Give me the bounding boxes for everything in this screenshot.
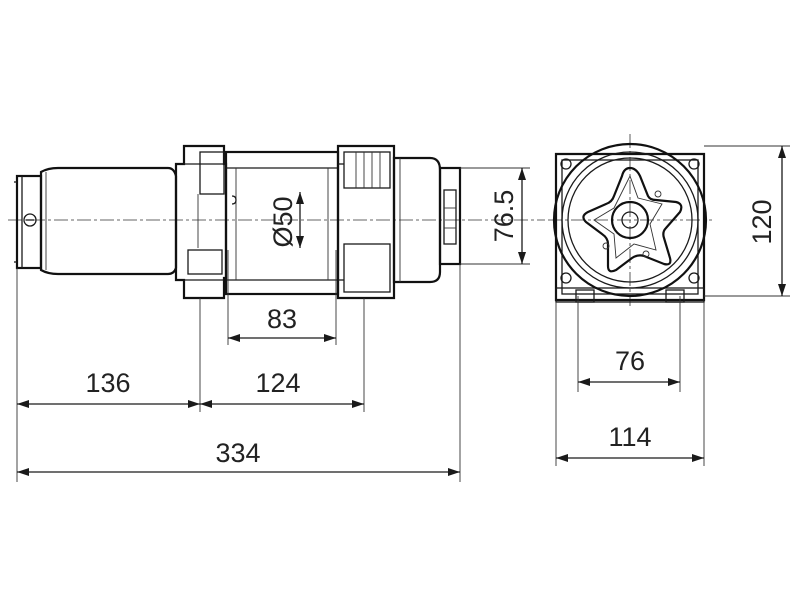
dim-bolt-spacing: 76 [578,346,680,386]
dim-total-width: 114 [556,422,704,462]
star-knob-icon [582,166,683,273]
dim-motor-length: 136 [17,368,200,408]
dim-bolt-spacing-label: 76 [615,346,645,376]
left-flange [174,144,228,300]
dim-mount-height: 76.5 [489,168,526,264]
hub-outer [610,200,650,240]
bolt-icon [560,158,572,170]
motor-terminal-icon [23,213,37,227]
dim-frame-length-label: 124 [255,368,300,398]
clutch-knob [438,166,462,266]
dim-overall-length-label: 334 [215,438,260,468]
dim-drum-diameter: Ø50 [268,192,304,248]
dim-mount-height-label: 76.5 [489,190,519,243]
dim-total-width-label: 114 [608,422,651,452]
dim-overall-length: 334 [17,438,460,476]
motor-body [39,166,178,276]
hub-inner [621,211,639,229]
dim-total-height-label: 120 [747,199,777,244]
drum-hook-icon [231,195,237,205]
dim-drum-length: 83 [228,304,336,342]
dim-motor-length-label: 136 [85,368,130,398]
bolt-icon [560,272,572,284]
side-view [8,144,545,482]
dim-frame-length: 124 [200,368,364,408]
gear-housing [392,156,442,284]
dim-drum-diameter-label: Ø50 [268,196,298,247]
dim-total-height: 120 [747,146,786,296]
end-view [548,134,790,466]
motor-end-cap [14,174,43,270]
end-flange-outer [552,142,708,298]
bolt-icon [688,158,700,170]
dim-drum-length-label: 83 [267,304,297,334]
bolt-icon [688,272,700,284]
right-flange [336,144,396,300]
